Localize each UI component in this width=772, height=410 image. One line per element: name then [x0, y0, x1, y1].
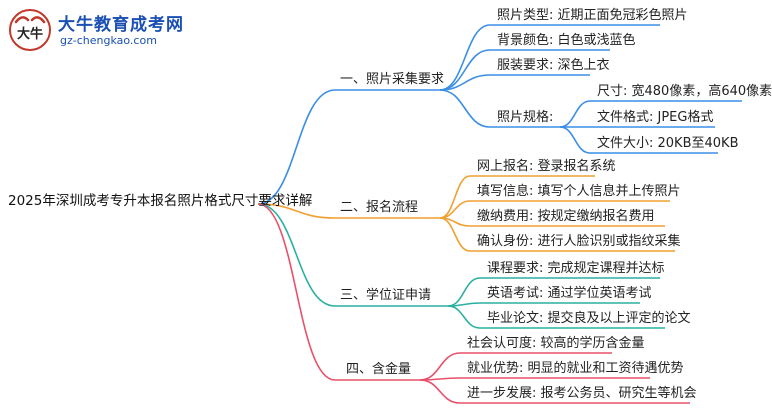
- leaf-photo-type: 照片类型: 近期正面免冠彩色照片: [497, 8, 688, 23]
- child-connector: [439, 217, 471, 252]
- leaf-course-requirement: 课程要求: 完成规定课程并达标: [487, 261, 665, 276]
- leaf-social-recognition: 社会认可度: 较高的学历含金量: [467, 336, 645, 351]
- site-logo[interactable]: 大牛 大牛教育成考网 gz-chengkao.com: [8, 8, 183, 52]
- logo-title: 大牛教育成考网: [58, 15, 184, 35]
- root-branch-connector: [257, 203, 336, 219]
- leaf-employment-advantage: 就业优势: 明显的就业和工资待遇优势: [467, 361, 684, 376]
- leaf-english-exam: 英语考试: 通过学位英语考试: [487, 286, 652, 301]
- leaf-photo-spec: 照片规格:: [497, 110, 554, 125]
- leaf-background-color: 背景颜色: 白色或浅蓝色: [497, 33, 636, 48]
- leaf-size: 尺寸: 宽480像素，高640像素: [597, 84, 772, 99]
- logo-mark-text: 大牛: [17, 26, 43, 42]
- child-connector: [419, 379, 461, 404]
- leaf-clothing: 服装要求: 深色上衣: [497, 58, 610, 73]
- root-branch-connector: [257, 89, 336, 205]
- branch-photo-requirements: 一、照片采集要求: [340, 72, 445, 87]
- child-connector: [447, 305, 481, 329]
- child-connector: [439, 74, 491, 91]
- branch-registration-process: 二、报名流程: [340, 200, 419, 215]
- leaf-file-format: 文件格式: JPEG格式: [597, 110, 714, 125]
- child-connector: [447, 277, 481, 307]
- mindmap-root: 2025年深圳成考专升本报名照片格式尺寸要求详解: [8, 193, 313, 209]
- leaf-thesis: 毕业论文: 提交良及以上评定的论文: [487, 311, 691, 326]
- branch-value: 四、含金量: [346, 362, 412, 377]
- child-connector: [439, 175, 471, 219]
- child-connector: [439, 89, 491, 128]
- subchild-connector: [559, 126, 591, 154]
- leaf-online-registration: 网上报名: 登录报名系统: [477, 159, 616, 174]
- branch-degree-application: 三、学位证申请: [340, 288, 432, 303]
- leaf-pay-fee: 缴纳费用: 按规定缴纳报名费用: [477, 209, 655, 224]
- leaf-identity-check: 确认身份: 进行人脸识别或指纹采集: [477, 234, 681, 249]
- subchild-connector: [559, 100, 591, 128]
- child-connector: [439, 24, 491, 91]
- leaf-fill-info: 填写信息: 填写个人信息并上传照片: [477, 184, 681, 199]
- leaf-file-size: 文件大小: 20KB至40KB: [597, 136, 739, 151]
- root-branch-connector: [257, 203, 336, 307]
- bull-logo-icon: 大牛: [9, 9, 51, 51]
- root-branch-connector: [257, 203, 336, 381]
- logo-url: gz-chengkao.com: [60, 34, 157, 47]
- mindmap-canvas: [257, 24, 742, 404]
- child-connector: [439, 200, 471, 219]
- child-connector: [419, 352, 461, 381]
- leaf-further-development: 进一步发展: 报考公务员、研究生等机会: [467, 386, 697, 401]
